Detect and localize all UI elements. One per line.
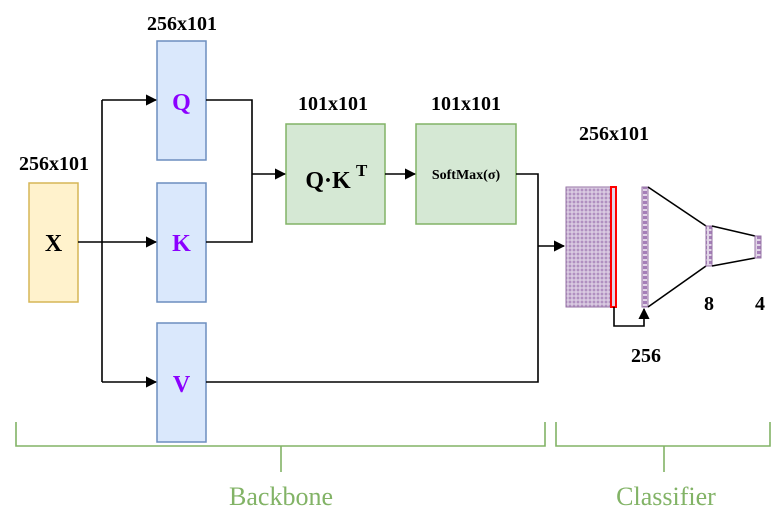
qk-dimension-label: 101x101: [298, 93, 368, 115]
x-input-block: [28, 182, 79, 303]
funnel-bottom-8-4: [711, 257, 756, 267]
classifier-label: Classifier: [616, 482, 716, 511]
softmax-label: SoftMax(σ): [432, 168, 501, 183]
q-dimension-label: 256x101: [147, 13, 217, 35]
funnel-bottom-256-8: [647, 265, 707, 308]
qk-transpose-block: [285, 123, 386, 225]
selected-column-highlight: [610, 186, 617, 308]
transpose-superscript: T: [356, 161, 368, 180]
dense-layer-256: [641, 186, 649, 308]
layer-4-label: 4: [755, 293, 765, 315]
funnel-top-8-4: [711, 225, 756, 237]
k-block: [156, 182, 207, 303]
x-label: X: [45, 231, 63, 257]
softmax-to-classifier-wire: [516, 173, 539, 246]
backbone-bracket: [15, 422, 546, 447]
x-dimension-label: 256x101: [19, 153, 89, 175]
layer-256-label: 256: [631, 345, 661, 367]
v-to-classifier-wire: [206, 246, 539, 383]
dense-layer-8: [705, 225, 713, 267]
softmax-block: [415, 123, 517, 225]
classifier-input-dimension-label: 256x101: [579, 123, 649, 145]
classifier-bracket: [555, 422, 771, 447]
v-label: V: [173, 372, 191, 398]
dense-layer-4: [754, 235, 762, 259]
layer-8-label: 8: [704, 293, 714, 315]
q-block: [156, 40, 207, 161]
softmax-dimension-label: 101x101: [431, 93, 501, 115]
q-to-qk-wire: [206, 99, 253, 174]
k-label: K: [172, 231, 191, 257]
k-to-qk-wire: [206, 174, 253, 243]
arrow-to-dense-256: [613, 307, 650, 327]
backbone-label: Backbone: [229, 482, 333, 511]
q-label: Q: [172, 90, 191, 116]
feature-grid: [565, 186, 613, 308]
funnel-top-256-8: [647, 186, 707, 227]
qk-transpose-label: Q·K: [305, 168, 351, 194]
